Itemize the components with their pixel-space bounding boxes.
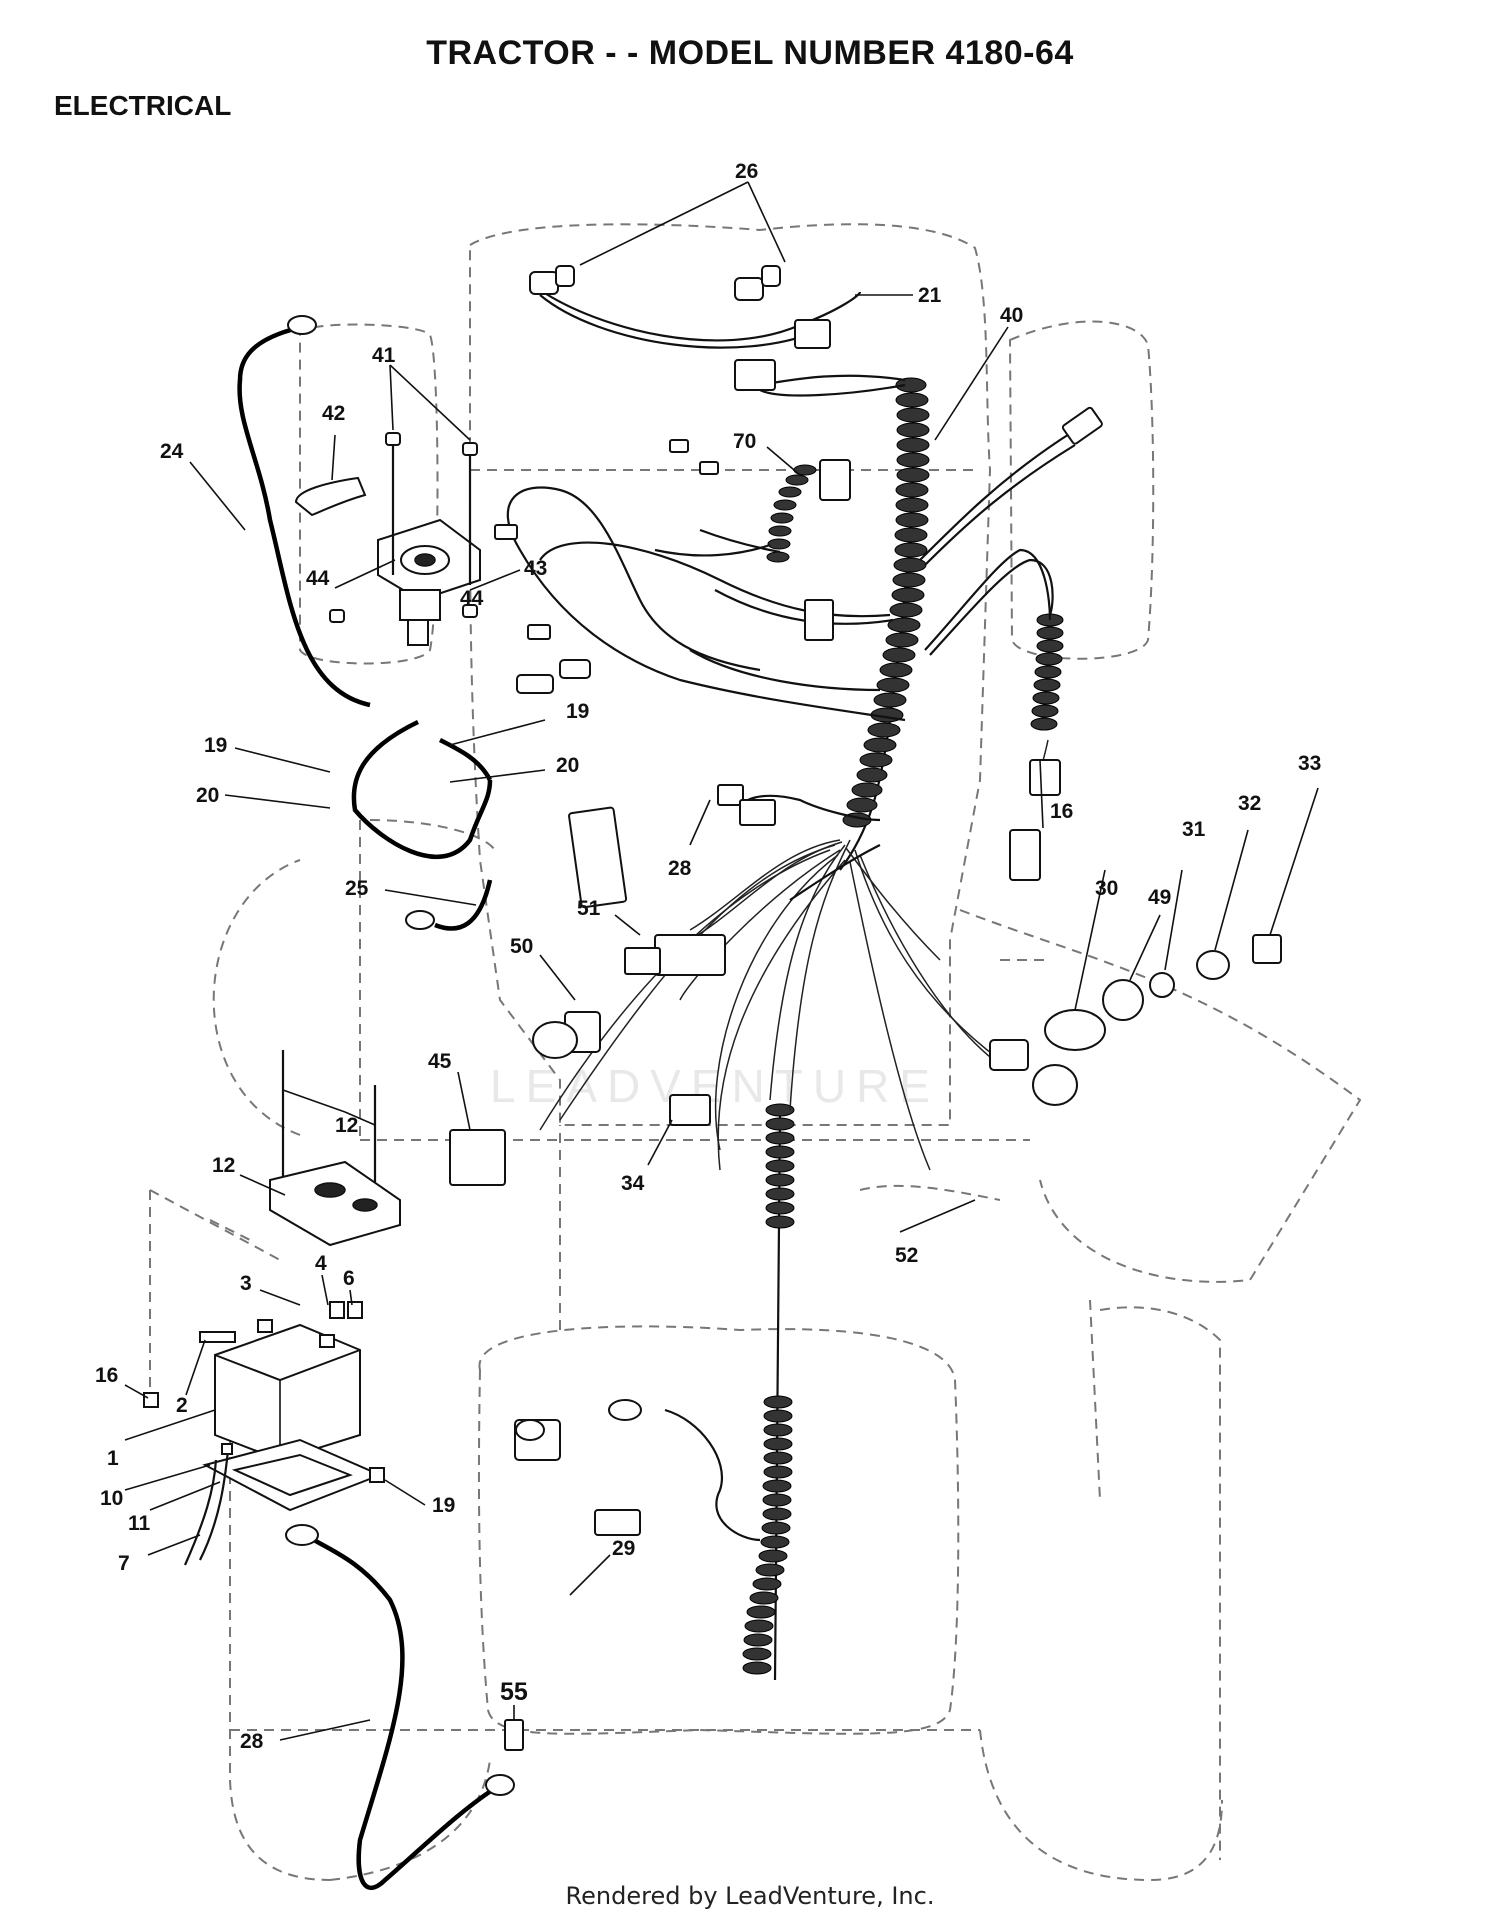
callout-3: 3 [240, 1272, 252, 1295]
part-cables [237, 315, 761, 1890]
callout-40: 40 [1000, 304, 1023, 327]
main-wire-harness [539, 377, 1064, 1681]
callout-16: 16 [1050, 800, 1073, 823]
part-ignition [1044, 934, 1282, 1051]
callout-30: 30 [1095, 877, 1118, 900]
callout-24: 24 [160, 440, 184, 463]
callout-11: 12 [212, 1154, 235, 1177]
callout-25: 25 [345, 877, 369, 900]
callout-26: 28 [668, 857, 692, 880]
callout-52: 52 [895, 1244, 918, 1267]
callout-41: 41 [372, 344, 396, 367]
callout-19-right: 19 [566, 700, 589, 723]
callout-19-left: 19 [204, 734, 227, 757]
callout-7: 7 [118, 1552, 130, 1575]
callout-1: 1 [107, 1447, 119, 1470]
callout-20-left: 20 [196, 784, 219, 807]
callout-21: 21 [918, 284, 942, 307]
callout-70: 70 [733, 430, 756, 453]
part-headlights [529, 265, 781, 301]
callout-8: 10 [100, 1487, 123, 1510]
callout-44-left: 44 [306, 567, 330, 590]
upper-wiring [506, 289, 1103, 901]
callout-22: 26 [735, 160, 758, 183]
callout-45: 45 [428, 1050, 452, 1073]
callout-31: 31 [1182, 818, 1206, 841]
callout-34: 34 [621, 1172, 645, 1195]
part-connectors-upper [494, 319, 1103, 1106]
part-solenoid [294, 432, 481, 646]
part-switches [449, 806, 726, 1536]
callout-20-right: 20 [556, 754, 579, 777]
callout-49: 49 [1148, 886, 1171, 909]
section-heading: ELECTRICAL [54, 90, 232, 121]
callout-12-right: 19 [432, 1494, 455, 1517]
part-battery [143, 1301, 385, 1566]
callout-42: 42 [322, 402, 345, 425]
part-battery-holddown [269, 1050, 401, 1247]
callout-29: 29 [612, 1537, 635, 1560]
callout-6: 6 [343, 1267, 355, 1290]
callout-51: 51 [577, 897, 601, 920]
callout-9: 11 [128, 1512, 151, 1535]
callout-50: 50 [510, 935, 533, 958]
callout-4: 4 [315, 1252, 327, 1275]
callout-12-left: 16 [95, 1364, 118, 1387]
callout-28: 28 [240, 1730, 264, 1753]
callout-10: 12 [335, 1114, 358, 1137]
callouts: 26 21 40 41 42 24 70 43 44 44 19 19 20 2… [95, 160, 1321, 1753]
callout-33: 33 [1298, 752, 1321, 775]
callout-44-right: 44 [460, 587, 484, 610]
callout-43: 43 [524, 557, 547, 580]
callout-2: 2 [176, 1394, 188, 1417]
footer-credit: Rendered by LeadVenture, Inc. [565, 1882, 935, 1910]
page-title: TRACTOR - - MODEL NUMBER 4180-64 [426, 34, 1074, 72]
callout-55: 55 [500, 1678, 528, 1706]
callout-32: 32 [1238, 792, 1261, 815]
